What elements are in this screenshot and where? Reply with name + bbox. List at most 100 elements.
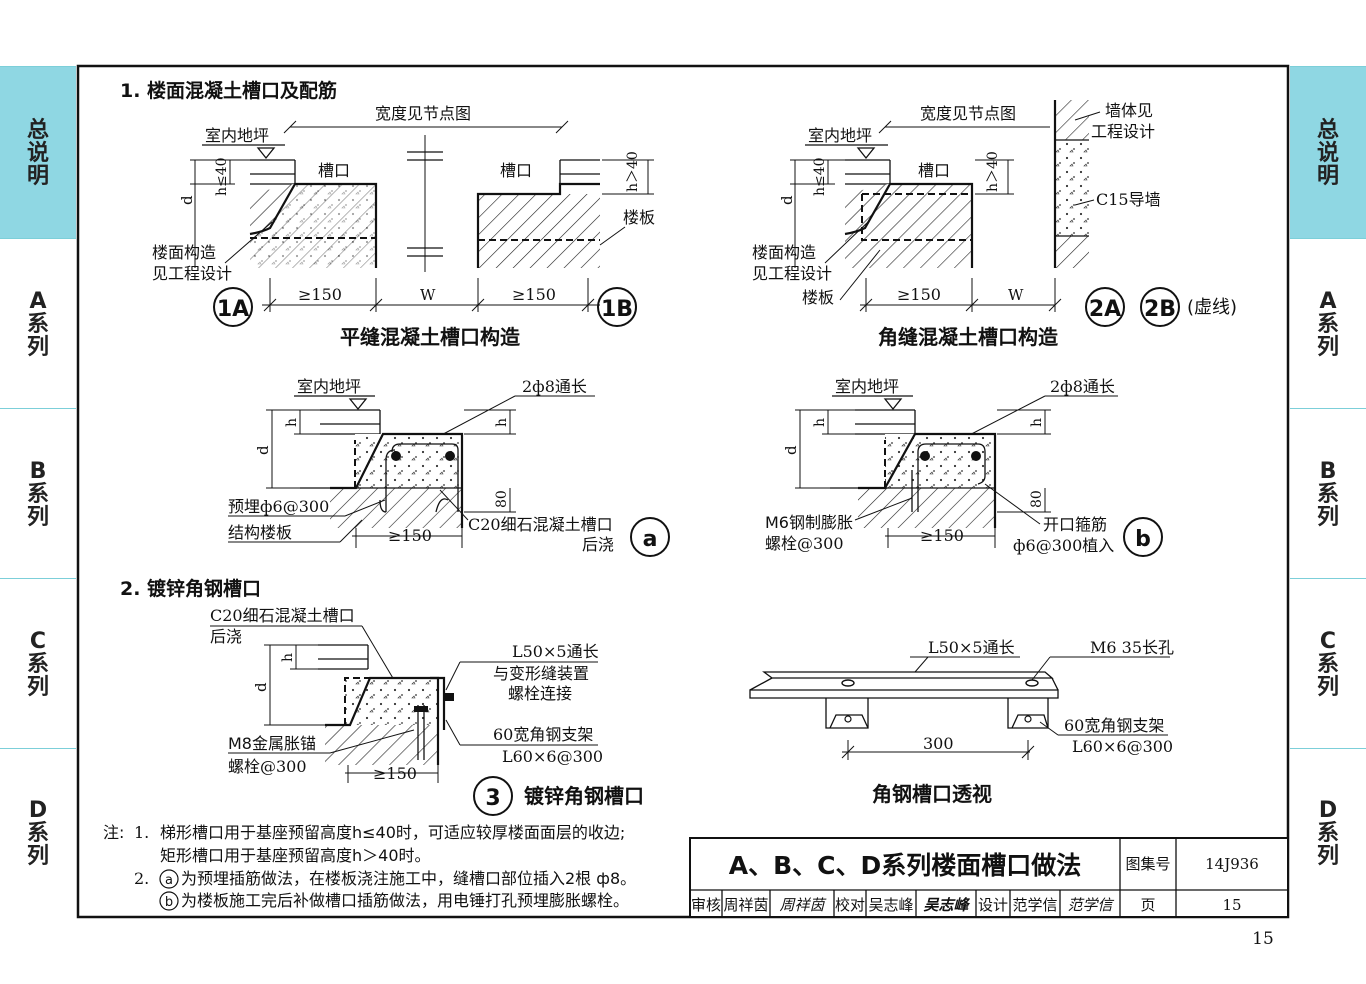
d2-tag-2b: 2B <box>1144 297 1176 322</box>
d2-h-le40: h≤40 <box>812 157 828 196</box>
da-struct-slab: 结构楼板 <box>228 523 292 542</box>
d1-dim-150-left: ≥150 <box>298 285 342 304</box>
db-tag: b <box>1135 527 1151 552</box>
db-dim-80: 80 <box>1029 490 1045 508</box>
da-h2: h <box>494 418 510 427</box>
d1-h-le40: h≤40 <box>214 157 230 196</box>
d2-dim-w: W <box>1008 286 1024 304</box>
note2-b: 为楼板施工完后补做槽口插筋做法，用电锤打孔预埋膨胀螺栓。 <box>181 891 629 910</box>
d2-wall-2: 工程设计 <box>1091 122 1155 141</box>
tab-right-0[interactable]: 总说明 <box>1290 66 1366 239</box>
atlas-label: 图集号 <box>1125 855 1170 873</box>
da-h: h <box>284 418 300 427</box>
d3-angle-3: 螺栓连接 <box>508 684 572 703</box>
detail-flat-joint: 宽度见节点图 室内地坪 槽口 d h≤40 <box>152 104 655 349</box>
d1-d: d <box>178 195 196 205</box>
check-name: 吴志峰 <box>868 896 913 914</box>
detail-angle-perspective: L50×5通长 M6 35长孔 60宽角钢支架 L60×6@300 300 角钢… <box>749 638 1174 806</box>
d3-tag: 3 <box>485 786 500 811</box>
detail-b: 室内地坪 2ф8通长 d h h 80 M6钢制膨胀 螺栓@300 <box>765 377 1163 557</box>
da-tag: a <box>643 527 658 552</box>
d3-d: d <box>252 682 270 692</box>
d4-bracket-1: 60宽角钢支架 <box>1064 716 1164 735</box>
db-h: h <box>812 418 828 427</box>
da-embed: 预埋ф6@300 <box>228 497 329 516</box>
d2-wall-1: 墙体见 <box>1105 101 1153 120</box>
d1-groove-left: 槽口 <box>318 161 350 180</box>
d1-tag-1b: 1B <box>601 297 633 322</box>
title-block: A、B、C、D系列楼面槽口做法 图集号 14J936 审核 周祥茵 周祥茵 校对… <box>689 837 1289 918</box>
d4-caption: 角钢槽口透视 <box>872 782 992 806</box>
d4-hole: M6 35长孔 <box>1090 638 1174 657</box>
d1-tag-1a: 1A <box>217 297 249 322</box>
d2-floor-build-2: 见工程设计 <box>752 264 832 283</box>
db-h2: h <box>1029 418 1045 427</box>
da-c20-1: C20细石混凝土槽口 <box>468 515 613 534</box>
d1-dim-w: W <box>420 286 436 304</box>
db-m6-2: 螺栓@300 <box>765 534 844 553</box>
db-dim-150: ≥150 <box>920 526 964 545</box>
sheet-frame <box>76 64 1290 919</box>
notes-label: 注: <box>103 823 124 842</box>
review-label: 审核 <box>691 896 721 914</box>
d3-caption: 镀锌角钢槽口 <box>524 784 644 808</box>
d2-dim-150: ≥150 <box>897 285 941 304</box>
d3-m8-2: 螺栓@300 <box>228 757 307 776</box>
d2-caption: 角缝混凝土槽口构造 <box>878 325 1059 349</box>
tab-left-0[interactable]: 总说明 <box>0 66 76 239</box>
d2-tag-2a: 2A <box>1089 297 1121 322</box>
d2-dashed-note: (虚线) <box>1187 297 1237 318</box>
d4-bracket-2: L60×6@300 <box>1072 737 1173 756</box>
d2-groove: 槽口 <box>918 161 950 180</box>
section1-title: 1. 楼面混凝土槽口及配筋 <box>120 79 337 102</box>
d2-floor-build-1: 楼面构造 <box>752 243 816 262</box>
d4-dim-300: 300 <box>923 734 954 753</box>
d1-h-gt40: h＞40 <box>625 151 641 192</box>
d2-c15: C15导墙 <box>1096 190 1161 209</box>
atlas-number: 14J936 <box>1205 855 1259 873</box>
detail-a: 室内地坪 2ф8通长 d h h <box>228 377 670 557</box>
d2-d: d <box>778 195 796 205</box>
da-floor: 室内地坪 <box>297 377 361 396</box>
d3-dim-150: ≥150 <box>373 764 417 783</box>
db-stirrup-2: ф6@300植入 <box>1013 536 1114 555</box>
page-label: 页 <box>1140 896 1155 914</box>
page-number: 15 <box>1252 929 1274 949</box>
d2-slab: 楼板 <box>802 288 834 307</box>
note2-b-tag: b <box>165 895 173 910</box>
d3-bracket-2: L60×6@300 <box>502 747 603 766</box>
d1-floor-build-1: 楼面构造 <box>152 243 216 262</box>
da-c20-2: 后浇 <box>582 535 614 554</box>
section2-title: 2. 镀锌角钢槽口 <box>120 577 261 600</box>
d2-floor-label: 室内地坪 <box>808 126 872 145</box>
d3-h: h <box>280 653 296 662</box>
da-dim-150: ≥150 <box>388 526 432 545</box>
review-name: 周祥茵 <box>723 896 768 914</box>
d1-groove-right: 槽口 <box>500 161 532 180</box>
note1-a: 梯形槽口用于基座预留高度h≤40时，可适应较厚楼面面层的收边; <box>160 823 625 842</box>
review-signature: 周祥茵 <box>779 896 826 914</box>
d2-width-note: 宽度见节点图 <box>920 104 1016 123</box>
d1-dim-150-right: ≥150 <box>512 285 556 304</box>
notes: 注: 1. 梯形槽口用于基座预留高度h≤40时，可适应较厚楼面面层的收边; 矩形… <box>103 823 636 911</box>
note1-num: 1. <box>134 823 149 842</box>
design-label: 设计 <box>978 896 1008 914</box>
page-no-cell: 15 <box>1222 896 1241 914</box>
db-d: d <box>782 445 800 455</box>
d3-angle-1: L50×5通长 <box>512 642 599 661</box>
detail-3-angle-steel: C20细石混凝土槽口 后浇 d h L50×5通长 与变形缝装置 螺栓连接 60… <box>210 606 644 816</box>
d1-floor-build-2: 见工程设计 <box>152 264 232 283</box>
da-d: d <box>254 445 272 455</box>
design-signature: 范学信 <box>1067 896 1114 914</box>
check-signature: 吴志峰 <box>923 896 970 914</box>
title-block-title: A、B、C、D系列楼面槽口做法 <box>729 851 1082 880</box>
